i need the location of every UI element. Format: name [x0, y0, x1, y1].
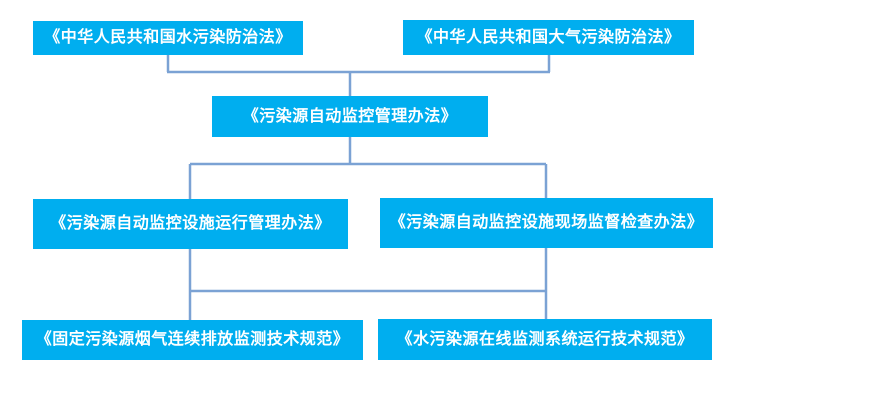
node-water-pollution-prevention-law[interactable]: 《中华人民共和国水污染防治法》 [33, 21, 303, 55]
node-auto-monitoring-facility-operation-admin-measures[interactable]: 《污染源自动监控设施运行管理办法》 [33, 199, 348, 249]
node-water-pollution-online-monitoring-system-technical-spec[interactable]: 《水污染源在线监测系统运行技术规范》 [378, 319, 712, 360]
node-auto-monitoring-facility-onsite-inspection-measures[interactable]: 《污染源自动监控设施现场监督检查办法》 [380, 198, 713, 248]
node-air-pollution-prevention-law[interactable]: 《中华人民共和国大气污染防治法》 [403, 20, 694, 55]
node-stationary-source-flue-gas-cems-technical-spec[interactable]: 《固定污染源烟气连续排放监测技术规范》 [22, 320, 363, 360]
node-pollution-source-auto-monitoring-admin-measures[interactable]: 《污染源自动监控管理办法》 [212, 96, 488, 137]
